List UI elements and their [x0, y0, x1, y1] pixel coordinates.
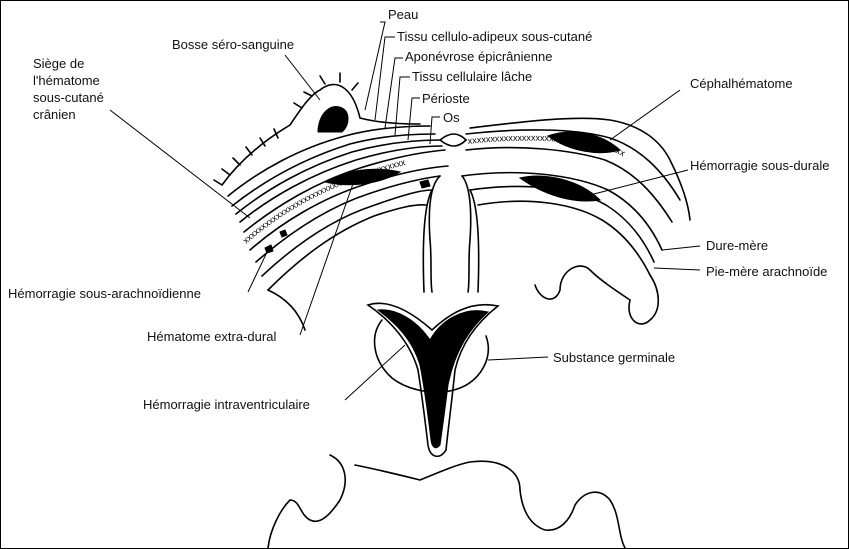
bottom-outline-center [355, 461, 520, 490]
pia-left [268, 205, 426, 290]
label-hemorragie-intraventriculaire: Hémorragie intraventriculaire [143, 397, 310, 412]
gyri-left [268, 290, 305, 330]
label-dure-mere: Dure-mère [706, 238, 768, 253]
label-siege-line1: Siège de [33, 56, 84, 71]
label-hemorragie-sous-arachnoidienne: Hémorragie sous-arachnoïdienne [8, 286, 201, 301]
leader-siege [110, 110, 250, 218]
label-perioste: Périoste [422, 91, 470, 106]
label-aponevrose-epicranienne: Aponévrose épicrânienne [405, 49, 552, 64]
label-tissu-cellulo-adipeux: Tissu cellulo-adipeux sous-cutané [397, 29, 592, 44]
leader-dure-mere [662, 246, 700, 250]
subcutaneous-hematoma-fill [318, 107, 348, 132]
subarachnoid-spot-2 [280, 230, 287, 237]
leader-bosse [285, 55, 320, 100]
label-cephalhematome: Céphalhématome [690, 76, 793, 91]
ventricle-hemorrhage-fill [378, 310, 488, 448]
subdural-hemorrhage-fill [520, 176, 600, 201]
subarachnoid-spot-3 [420, 180, 430, 188]
label-siege-line2: l'hématome [33, 73, 100, 88]
leader-hemorragie-sous-durale [590, 170, 688, 195]
suture [440, 134, 466, 146]
bottom-outline-right [520, 490, 625, 548]
cephalhematoma-fill [548, 132, 620, 153]
label-bosse-sero-sanguine: Bosse séro-sanguine [172, 37, 294, 52]
label-siege-line3: sous-cutané [33, 90, 104, 105]
label-siege-line4: crânien [33, 107, 76, 122]
label-tissu-cellulaire-lache: Tissu cellulaire lâche [412, 69, 532, 84]
pia-right [478, 201, 650, 275]
leader-intraventriculaire [345, 345, 405, 400]
falx-right [462, 176, 471, 292]
leader-sous-arachnoidienne [248, 250, 268, 292]
label-os: Os [443, 110, 460, 125]
label-substance-germinale: Substance germinale [553, 350, 675, 365]
dura-left-1 [256, 176, 440, 262]
leader-substance-germinale [488, 357, 548, 360]
gyri-right [535, 266, 658, 324]
label-peau: Peau [388, 7, 418, 22]
brainstem-outline [268, 455, 345, 548]
label-hematome-extra-dural: Hématome extra-dural [147, 329, 276, 344]
subarachnoid-spot-1 [265, 245, 273, 253]
label-pie-mere-arachnoide: Pie-mère arachnoïde [706, 264, 827, 279]
leader-aponevrose [385, 58, 403, 128]
extradural-hematoma-fill [325, 169, 400, 185]
leader-pie-mere [654, 268, 700, 270]
label-hemorragie-sous-durale: Hémorragie sous-durale [690, 158, 829, 173]
